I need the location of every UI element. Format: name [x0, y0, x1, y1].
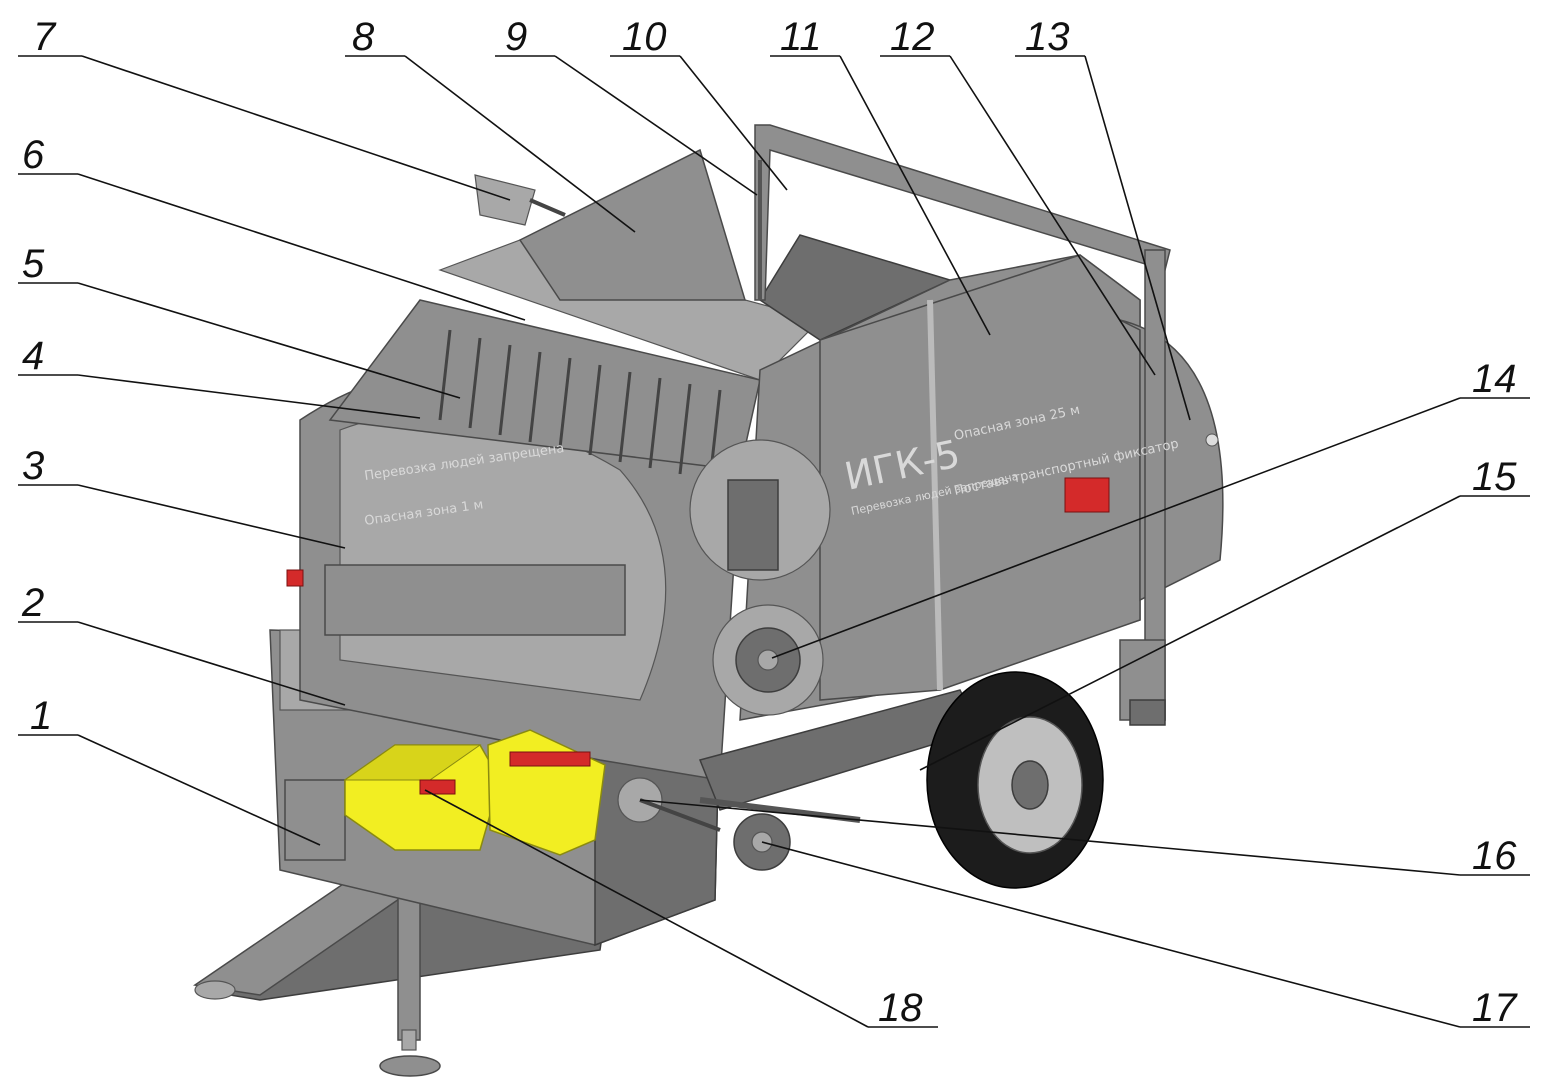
leader-8: [404, 55, 636, 233]
leader-17: [761, 841, 1461, 1028]
callout-8: 8: [352, 15, 375, 59]
leader-3: [77, 484, 346, 549]
reflectors: [286, 477, 1110, 587]
leader-18: [424, 789, 869, 1028]
leader-4: [77, 374, 421, 419]
jack-stand: [379, 869, 441, 1077]
leader-6: [77, 173, 526, 321]
rear-stand: [1119, 639, 1166, 726]
callout-9: 9: [505, 15, 527, 59]
guard-left: [343, 744, 501, 851]
callout-16: 16: [1472, 834, 1517, 878]
callout-3: 3: [22, 444, 44, 488]
leader-15: [919, 495, 1461, 771]
callout-18: 18: [878, 986, 923, 1030]
leader-5: [77, 282, 461, 399]
callout-12: 12: [890, 15, 935, 59]
leader-11: [839, 55, 991, 336]
top-feeder: [328, 239, 822, 481]
callout-2: 2: [21, 581, 44, 625]
callout-10: 10: [622, 15, 667, 59]
callout-5: 5: [22, 242, 45, 286]
wheel: [926, 671, 1104, 889]
pulley: [712, 604, 824, 716]
guard-right: [487, 729, 606, 856]
feeder-teeth: [438, 329, 722, 481]
leader-9: [554, 55, 758, 196]
callout-13: 13: [1025, 15, 1070, 59]
leader-13: [1084, 55, 1191, 421]
callout-numbers: 7 6 5 4 3 2 1 8 9 10 11 12 13 14 15 16 1…: [21, 15, 1518, 1030]
callout-7: 7: [33, 15, 57, 59]
callout-15: 15: [1472, 455, 1517, 499]
side-panel: [689, 254, 1141, 701]
leader-10: [679, 55, 788, 191]
callout-11: 11: [780, 15, 822, 59]
lever: [474, 174, 566, 226]
machine-illustration: ИГК-5 Перевозка людей запрещена Опасная …: [193, 124, 1224, 1077]
callout-17: 17: [1472, 986, 1518, 1030]
callout-1: 1: [30, 694, 52, 738]
leader-16: [639, 799, 1461, 876]
leader-14: [771, 397, 1461, 659]
leader-1: [77, 734, 321, 846]
callout-leaders: [18, 55, 1530, 1028]
leader-7: [81, 55, 511, 201]
drum-housing: [299, 365, 741, 781]
leader-2: [77, 621, 346, 706]
leader-12: [949, 55, 1156, 376]
callout-6: 6: [22, 133, 45, 177]
callout-14: 14: [1472, 357, 1517, 401]
callout-4: 4: [22, 334, 44, 378]
